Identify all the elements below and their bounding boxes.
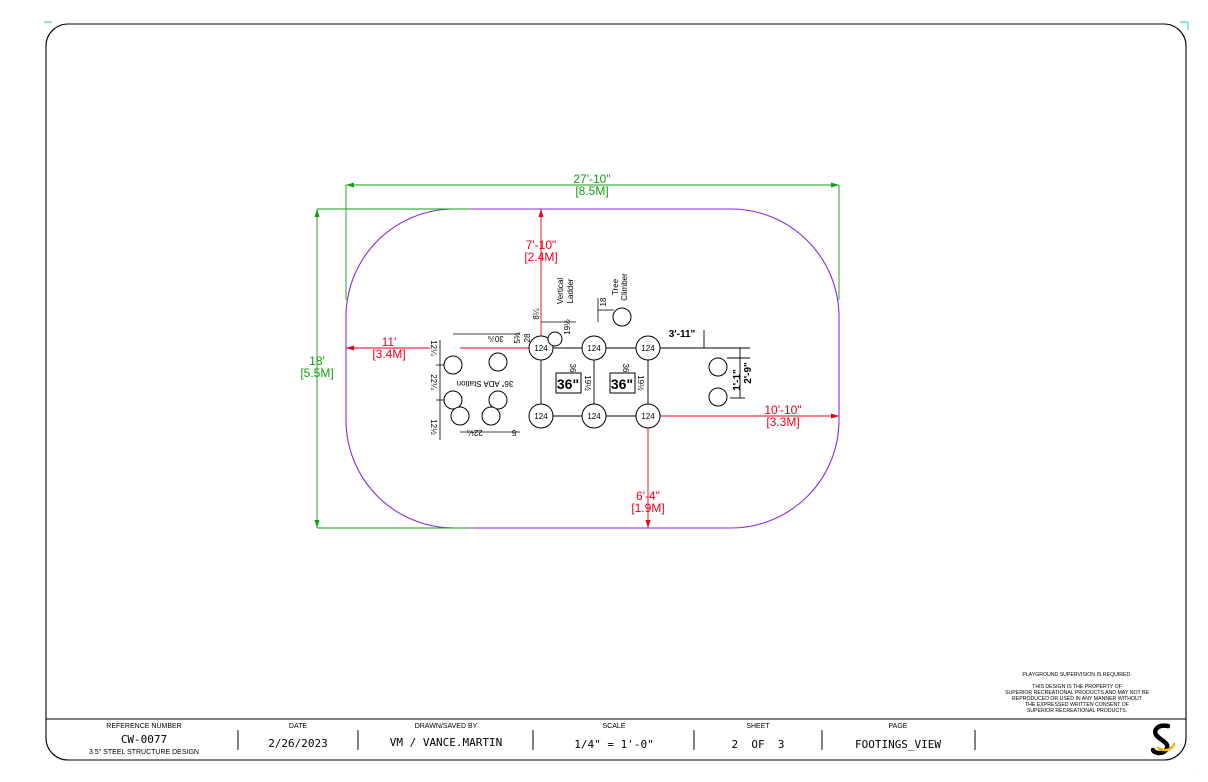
reference-subtitle: 3.5" STEEL STRUCTURE DESIGN [89,749,199,756]
page-value: FOOTINGS_VIEW [855,738,941,751]
svg-text:124: 124 [641,344,655,353]
title-block: REFERENCE NUMBER CW-0077 3.5" STEEL STRU… [46,718,1186,756]
post-2: 124 [581,335,607,361]
right-dimension [648,413,839,419]
post-3: 124 [635,335,661,361]
ladder-label-2: Ladder [566,278,575,303]
structure-frame [540,330,705,417]
property-note-4: THE EXPRESSED WRITTEN CONSENT OF [1025,702,1129,708]
top-dim-imperial: 7'-10" [526,238,557,252]
sheet-header: SHEET [746,723,770,730]
post-1: 124 [528,335,554,361]
ada-dim-left-top: 12¼ [429,340,438,356]
bottom-dimension [645,416,651,528]
right-post-b: 2'-9" [743,362,754,384]
overall-width-metric: [8.5M] [575,184,608,198]
overall-height-imperial: 18' [309,354,325,368]
component-circles [443,307,728,426]
reference-value: CW-0077 [121,733,167,746]
logo-swoosh [1150,723,1171,756]
footing-plan: 27'-10" [8.5M] 18' [5.5M] 7'-10" [2.4M] … [300,172,840,529]
page-header: PAGE [889,723,908,730]
footing-label-left: 36" [557,376,579,392]
scale-value: 1/4" = 1'-0" [574,738,653,751]
right-post-dims [704,347,750,399]
ada-station-label: 36" ADA Station [457,379,514,388]
date-header: DATE [289,723,307,730]
post-5: 124 [581,403,607,429]
overall-height-metric: [5.5M] [300,366,333,380]
right-post-a: 1'-1" [732,369,743,391]
supervision-note: PLAYGROUND SUPERVISION IS REQUIRED. [1022,672,1131,678]
scale-header: SCALE [603,723,626,730]
superior-logo: S [1150,723,1198,777]
ladder-dim-c: 5¾ [513,332,522,343]
bottom-dim-metric: [1.9M] [631,501,664,515]
top-dimension [538,209,544,348]
footing-box-right [609,372,636,394]
surfacing-boundary [345,208,840,529]
tree-label-2: Climber [620,273,629,301]
post-4: 124 [528,403,554,429]
bottom-dim-imperial: 6'-4" [636,489,660,503]
date-value: 2/26/2023 [268,737,328,750]
ladder-dims [541,298,614,323]
footing-half-left: 19½ [583,375,592,391]
title-block-separators [237,730,976,750]
svg-text:124: 124 [534,344,548,353]
footing-edge-right: 36 [621,364,630,373]
footing-half-right: 19½ [636,375,645,391]
ada-dim-top: 30⅞ [488,334,504,343]
sheet-border [45,23,1187,761]
left-dim-metric: [3.4M] [372,347,405,361]
post-6: 124 [635,403,661,429]
logo-accent [1156,742,1176,752]
reference-header: REFERENCE NUMBER [106,723,181,730]
svg-text:124: 124 [587,412,601,421]
ada-dim-left-mid: 22¼ [429,374,438,390]
left-dimension [346,345,541,351]
overall-width-imperial: 27'-10" [573,172,610,186]
left-dim-imperial: 11' [382,335,397,349]
property-note-5: SUPERIOR RECREATIONAL PRODUCTS. [1027,708,1127,714]
ada-dims [436,333,520,440]
sheet-value: 2 OF 3 [732,738,785,751]
footing-label-right: 36" [611,376,633,392]
ladder-label-1: Vertical [556,278,565,304]
overall-width-dimension [345,182,840,300]
ada-dim-bottom-right: 5 [511,428,516,437]
svg-text:124: 124 [641,412,655,421]
notes-block: PLAYGROUND SUPERVISION IS REQUIRED. THIS… [1005,672,1149,714]
right-dim-metric: [3.3M] [766,415,799,429]
logo-letter: S [1197,775,1198,777]
svg-text:124: 124 [587,344,601,353]
overall-height-dimension [314,208,470,529]
ladder-dim-d: 28 [523,333,532,342]
tree-label-1: Tree [611,278,620,295]
ladder-dim-b: 19½ [563,319,572,335]
ladder-dim-a: 8¼ [532,308,541,319]
footing-box-left [555,372,582,394]
drawn-value: VM / VANCE.MARTIN [390,736,503,749]
property-note-1: THIS DESIGN IS THE PROPERTY OF [1032,684,1122,690]
property-note-3: REPRODUCED OR USED IN ANY MANNER WITHOUT [1012,696,1143,702]
ada-dim-left-bot: 12½ [429,419,438,435]
right-post-span: 3'-11" [669,329,696,340]
tree-dim: 18 [599,297,608,306]
svg-text:124: 124 [534,412,548,421]
drawn-header: DRAWN/SAVED BY [415,723,478,730]
footing-edge-left: 36 [568,364,577,373]
top-dim-metric: [2.4M] [524,250,557,264]
ada-dim-bottom: 22¼ [467,428,483,437]
right-dim-imperial: 10'-10" [764,403,801,417]
property-note-2: SUPERIOR RECREATIONAL PRODUCTS AND MAY N… [1005,690,1149,696]
